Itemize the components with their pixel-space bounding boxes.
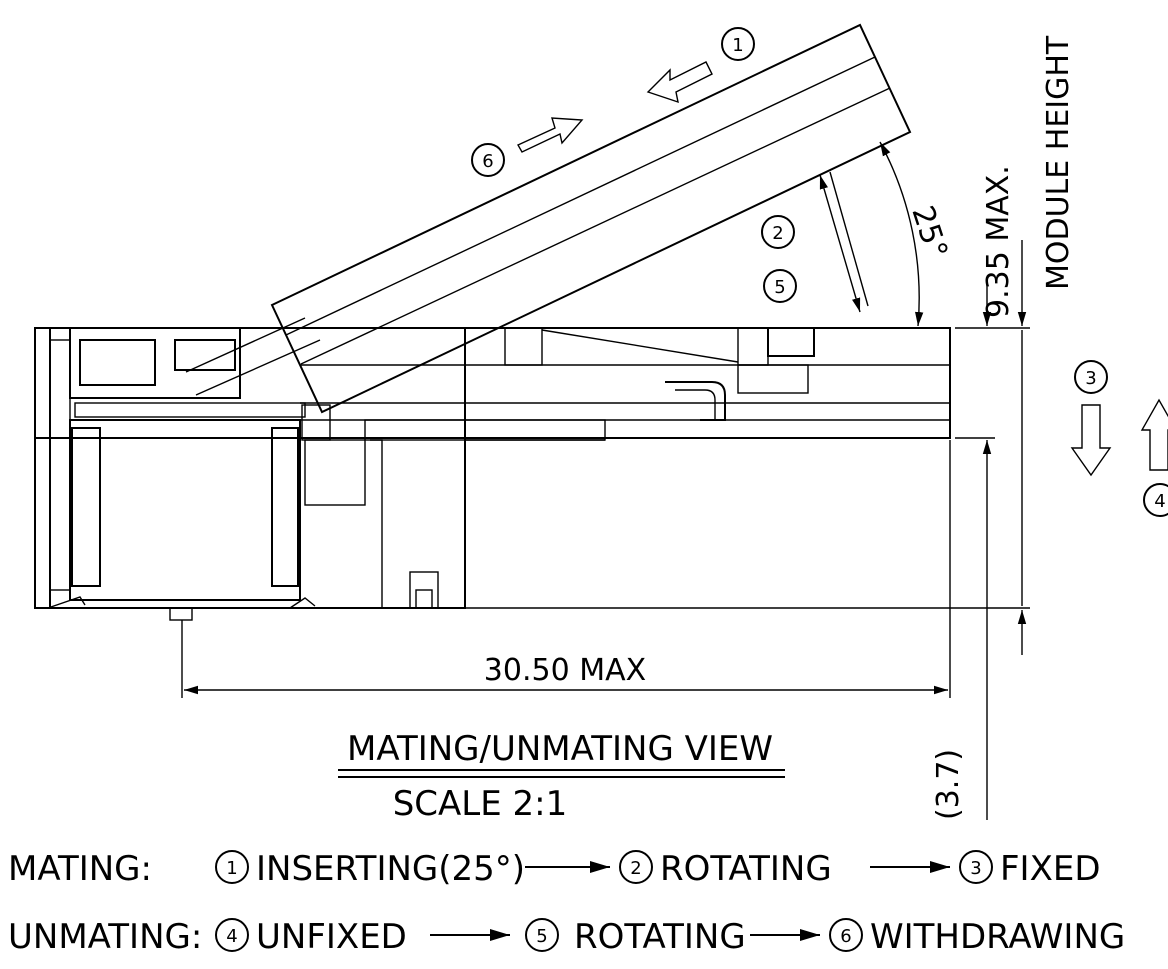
svg-text:1: 1 — [226, 858, 237, 879]
svg-text:5: 5 — [774, 277, 785, 298]
angle-label: 25° — [904, 202, 954, 263]
mating-step-3: FIXED — [1000, 849, 1101, 889]
mating-step-1: INSERTING(25°) — [256, 849, 525, 889]
unmating-step-1: UNFIXED — [256, 917, 407, 957]
height-dimension: 9.35 MAX. MODULE HEIGHT (3.7) — [465, 35, 1076, 820]
mating-legend: MATING: 1 INSERTING(25°) 2 ROTATING 3 FI… — [8, 849, 1101, 889]
svg-text:6: 6 — [840, 926, 851, 947]
svg-text:3: 3 — [1085, 368, 1096, 389]
width-label: 30.50 MAX — [484, 653, 646, 688]
angle-dimension: 25° — [879, 141, 954, 327]
mating-step-2: ROTATING — [660, 849, 832, 889]
view-title-block: MATING/UNMATING VIEW SCALE 2:1 — [338, 729, 785, 824]
svg-text:2: 2 — [630, 858, 641, 879]
svg-text:4: 4 — [226, 926, 237, 947]
svg-text:6: 6 — [482, 151, 493, 172]
step-6-marker: 6 — [471, 143, 505, 177]
unmating-step-2: ROTATING — [574, 917, 746, 957]
step-2-marker: 2 — [761, 215, 795, 249]
step-4-marker: 4 — [1143, 483, 1168, 517]
connector-body — [34, 327, 951, 621]
offset-label: (3.7) — [931, 749, 966, 820]
svg-text:2: 2 — [772, 223, 783, 244]
step-1-marker: 1 — [721, 27, 755, 61]
svg-text:5: 5 — [536, 926, 547, 947]
mating-label: MATING: — [8, 849, 152, 889]
height-label: 9.35 MAX. — [981, 165, 1016, 318]
height-caption: MODULE HEIGHT — [1041, 35, 1076, 290]
tilted-module — [185, 23, 912, 414]
unmating-label: UNMATING: — [8, 917, 202, 957]
rotate-arrow-icon — [819, 174, 861, 313]
step-markers: 1 6 2 5 3 4 — [471, 27, 1168, 517]
withdraw-arrow-icon — [517, 117, 584, 153]
fix-down-arrow-icon — [1070, 404, 1112, 477]
insert-arrow-icon — [646, 61, 713, 104]
step-3-marker: 3 — [1074, 360, 1108, 394]
step-5-marker: 5 — [763, 269, 797, 303]
unfix-up-arrow-icon — [1140, 398, 1168, 471]
view-title: MATING/UNMATING VIEW — [347, 729, 773, 769]
svg-text:1: 1 — [732, 35, 743, 56]
width-dimension: 30.50 MAX — [181, 440, 951, 698]
unmating-step-3: WITHDRAWING — [870, 917, 1125, 957]
view-scale: SCALE 2:1 — [393, 784, 568, 824]
svg-text:3: 3 — [970, 858, 981, 879]
svg-text:4: 4 — [1154, 491, 1165, 512]
unmating-legend: UNMATING: 4 UNFIXED 5 ROTATING 6 WITHDRA… — [8, 917, 1125, 957]
